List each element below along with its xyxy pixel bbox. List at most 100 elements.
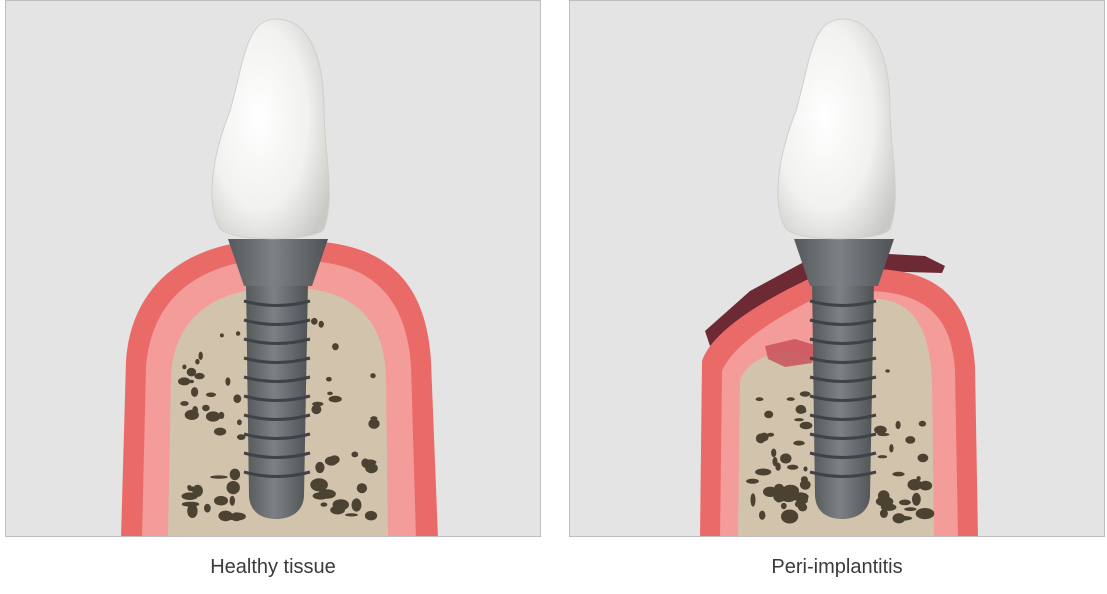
peri-implantitis-panel (569, 0, 1105, 537)
bone-pore (800, 480, 811, 490)
bone-pore (916, 476, 920, 481)
bone-pore (365, 511, 377, 521)
bone-pore (775, 463, 780, 471)
bone-pore (755, 469, 771, 476)
bone-pore (313, 492, 329, 499)
bone-pore (781, 503, 787, 509)
bone-pore (194, 373, 204, 379)
bone-pore (182, 365, 186, 370)
bone-pore (760, 433, 769, 442)
bone-pore (916, 508, 935, 519)
bone-pore (751, 493, 756, 506)
bone-pore (904, 507, 916, 511)
bone-pore (357, 483, 367, 493)
bone-pore (918, 454, 929, 463)
bone-pore (345, 513, 358, 516)
bone-pore (905, 436, 915, 444)
bone-pore (352, 498, 362, 511)
bone-pore (912, 493, 921, 506)
bone-pore (764, 411, 773, 419)
bone-pore (310, 478, 328, 491)
bone-pore (746, 479, 759, 484)
bone-pore (885, 369, 890, 372)
bone-pore (180, 401, 188, 406)
bone-pore (192, 485, 203, 497)
bone-pore (204, 504, 211, 513)
bone-pore (878, 455, 888, 458)
bone-pore (351, 452, 358, 458)
peri-implantitis-caption: Peri-implantitis (569, 556, 1105, 579)
bone-pore (321, 502, 328, 506)
bone-pore (889, 444, 893, 452)
healthy-tissue-illustration (6, 1, 541, 537)
bone-pore (787, 465, 798, 470)
bone-pore (896, 421, 901, 429)
bone-pore (227, 481, 240, 494)
bone-pore (182, 502, 199, 507)
healthy-tissue-panel (5, 0, 541, 537)
healthy-tissue-caption: Healthy tissue (5, 556, 541, 579)
bone-pore (220, 333, 224, 337)
bone-pore (896, 516, 912, 521)
bone-pore (206, 411, 220, 421)
bone-pore (332, 343, 339, 350)
bone-pore (195, 359, 199, 365)
bone-pore (787, 397, 795, 401)
bone-pore (361, 458, 369, 467)
bone-pore (880, 509, 888, 518)
bone-pore (315, 462, 324, 473)
bone-pore (370, 373, 375, 378)
bone-pore (214, 496, 228, 506)
bone-pore (781, 510, 798, 524)
bone-pore (780, 453, 791, 463)
bone-pore (876, 497, 894, 507)
bone-pore (878, 433, 890, 436)
crown (778, 19, 895, 239)
bone-pore (803, 467, 807, 472)
bone-pore (233, 394, 241, 403)
bone-pore (800, 391, 811, 396)
bone-pore (206, 393, 216, 398)
bone-pore (202, 405, 210, 411)
bone-pore (210, 475, 228, 478)
bone-pore (178, 377, 190, 385)
bone-pore (756, 397, 764, 401)
bone-pore (919, 421, 926, 427)
bone-pore (231, 512, 241, 521)
bone-pore (236, 331, 240, 336)
bone-pore (919, 481, 932, 491)
bone-pore (771, 449, 776, 458)
bone-pore (782, 485, 799, 497)
peri-implantitis-illustration (570, 1, 1105, 537)
implant-abutment (794, 239, 894, 286)
bone-pore (326, 377, 332, 382)
bone-pore (185, 410, 199, 420)
bone-pore (874, 426, 887, 435)
bone-pore (368, 419, 379, 429)
bone-pore (237, 419, 242, 425)
bone-pore (899, 500, 911, 506)
bone-pore (188, 486, 195, 491)
bone-pore (230, 496, 235, 506)
bone-pore (311, 318, 318, 325)
bone-pore (319, 321, 324, 328)
bone-pore (794, 418, 804, 421)
bone-pore (330, 506, 345, 515)
bone-pore (312, 402, 323, 407)
bone-pore (191, 387, 198, 397)
bone-pore (798, 503, 807, 511)
bone-pore (800, 422, 813, 430)
bone-pore (325, 456, 338, 465)
bone-pore (892, 472, 904, 477)
bone-pore (199, 352, 203, 360)
bone-pore (327, 392, 333, 396)
bone-pore (219, 412, 225, 419)
bone-pore (214, 428, 226, 436)
bone-pore (759, 511, 765, 520)
bone-pore (189, 380, 194, 384)
bone-pore (793, 441, 804, 446)
bone-pore (329, 396, 342, 403)
bone-pore (230, 469, 240, 481)
crown (212, 19, 329, 239)
bone-pore (796, 405, 807, 414)
